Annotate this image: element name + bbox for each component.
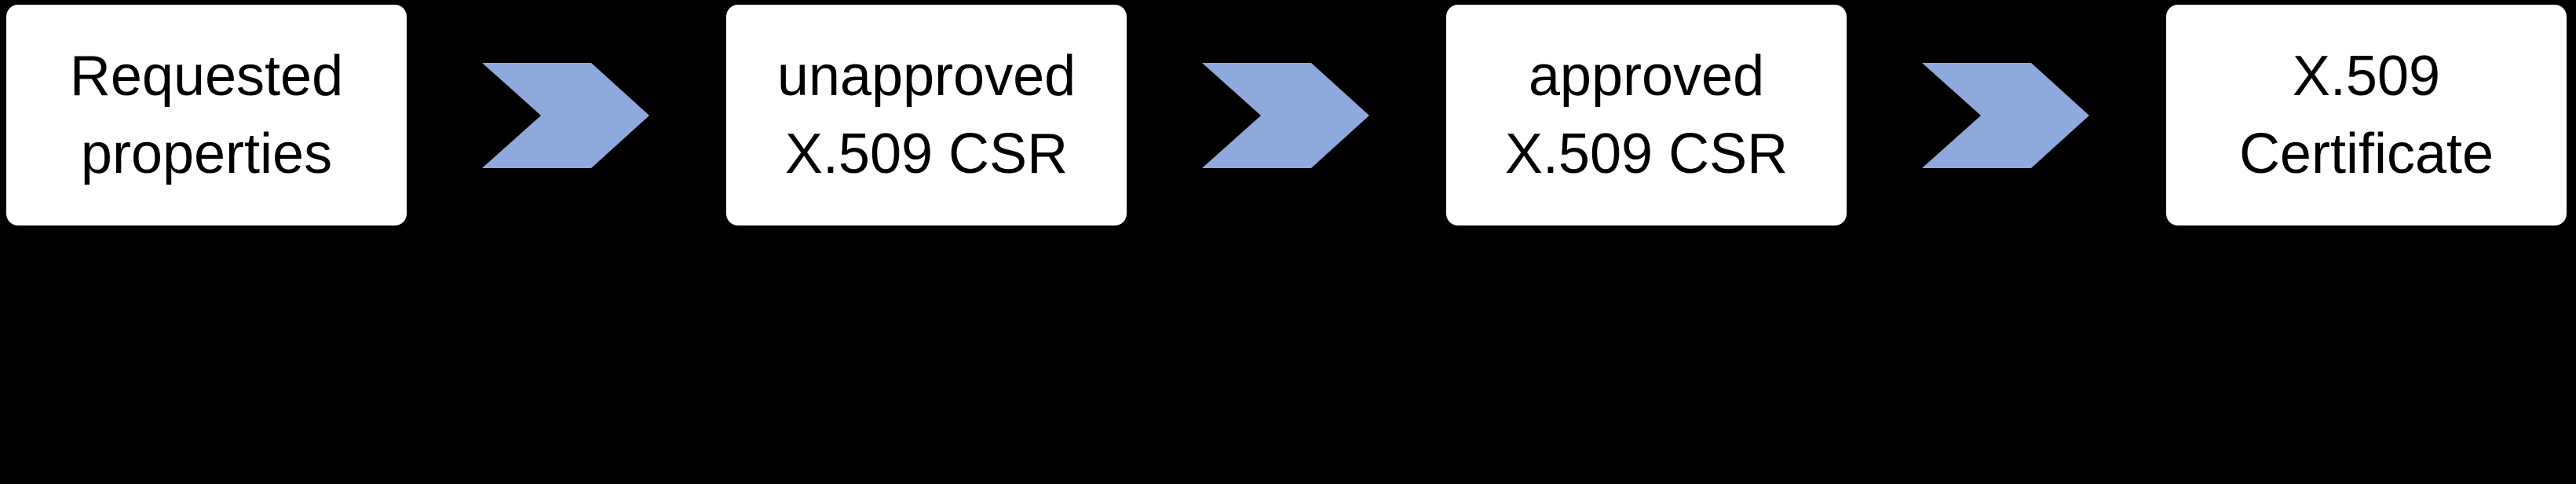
flow-step-requested-properties: Requested properties <box>6 5 407 226</box>
chevron-right-icon <box>1202 62 1369 168</box>
flow-step-label: approved X.509 CSR <box>1504 44 1789 185</box>
chevron-right-icon <box>1922 62 2089 168</box>
flow-step-x509-certificate: X.509 Certificate <box>2166 5 2567 226</box>
flow-step-approved-csr: approved X.509 CSR <box>1446 5 1847 226</box>
chevron-right-icon <box>482 62 649 168</box>
flow-step-label: X.509 Certificate <box>2238 44 2494 185</box>
chevron-right-shape <box>1202 62 1369 168</box>
flow-row: Requested properties unapproved X.509 CS… <box>6 5 2567 226</box>
chevron-right-shape <box>1922 62 2089 168</box>
flow-step-label: Requested properties <box>69 44 344 185</box>
flow-step-label: unapproved X.509 CSR <box>776 44 1076 185</box>
flow-step-unapproved-csr: unapproved X.509 CSR <box>726 5 1127 226</box>
chevron-right-shape <box>482 62 649 168</box>
